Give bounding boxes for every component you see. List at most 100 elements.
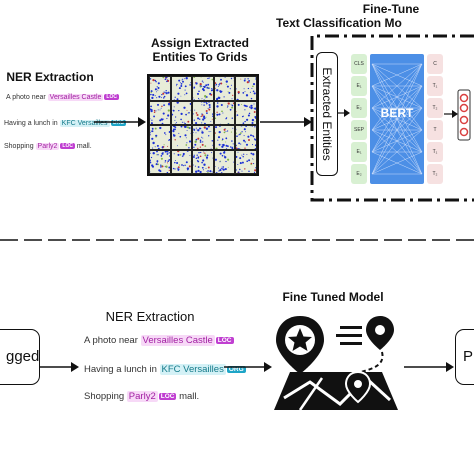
bottom-left-label: gged [6,348,40,365]
finetune-frame [310,34,474,202]
map-point [254,115,257,119]
map-point [225,80,228,83]
map-point [155,136,157,138]
map-point [184,85,187,88]
map-point [150,93,152,96]
grid-cell [149,149,171,174]
bottom-right-label: P [463,348,474,365]
map-point [232,102,235,105]
map-point [204,97,206,99]
map-point [193,146,195,149]
map-point [159,119,162,122]
entity-tag-loc: LOC [158,392,177,400]
map-point [163,91,165,93]
map-point [183,121,185,123]
map-point [176,83,178,86]
map-point [198,90,200,93]
grid-cell [192,125,214,150]
map-point [230,103,232,105]
entity-tag-loc: LOC [215,336,234,344]
map-point [185,144,188,146]
map-point [184,134,187,137]
map-point [151,137,154,140]
map-point [223,128,226,131]
map-point [173,134,176,137]
map-point [151,165,155,168]
map-point [172,167,175,170]
map-point [194,82,196,84]
map-point [219,82,221,85]
map-point [251,118,255,122]
map-point [150,109,153,113]
map-point [244,168,246,170]
map-point [153,109,156,112]
map-point [150,82,152,84]
map-point [196,92,200,95]
map-point [175,85,177,87]
map-point [156,86,158,88]
map-point [188,111,190,114]
map-point [195,122,198,125]
map-point [205,156,209,159]
sentence-suffix: mall. [179,391,200,402]
map-point [196,129,198,131]
map-point [254,169,257,172]
map-point [238,134,240,136]
map-point [156,91,158,93]
map-point [202,89,205,92]
map-point [177,92,180,95]
map-point [205,109,208,113]
map-point [222,143,225,147]
map-point [197,158,199,159]
sentence-prefix: Shopping [84,391,125,402]
map-point [157,89,159,91]
map-point [154,88,157,91]
map-point [247,135,250,138]
map-point [208,131,210,133]
map-point [225,160,227,163]
map-point [216,89,219,92]
map-point [177,150,180,153]
map-point [155,110,157,112]
map-point [218,170,220,172]
map-point [230,84,232,86]
entity-grid-map [147,74,259,176]
map-point [180,85,183,87]
bert-input-token: E₂ [351,98,367,118]
map-point [184,89,186,91]
grids-title-line2: Entities To Grids [152,50,248,64]
map-point [227,166,229,168]
map-point [210,131,212,132]
map-point [165,92,168,95]
map-point [232,143,234,145]
map-point [152,130,154,132]
map-point [239,132,242,134]
map-point [152,128,154,130]
map-point [160,164,162,166]
map-point [208,135,210,137]
map-point [188,140,192,143]
map-point [160,107,162,109]
map-point [178,79,181,82]
map-point [193,119,196,121]
map-point [208,77,210,80]
map-point [182,78,184,80]
entity-tag-org: ORG [226,365,246,373]
map-point [211,118,213,120]
map-point [173,153,175,155]
map-point [161,152,164,155]
map-point [202,141,204,143]
map-point [221,166,223,168]
map-point [193,87,195,89]
map-point [164,165,166,167]
entity-highlight: KFC Versailles [59,120,110,127]
extracted-entities-box [316,52,338,176]
map-point [214,117,217,120]
map-point [230,77,233,80]
map-point [195,112,198,114]
map-point [202,81,204,83]
model-title: Fine Tuned Model [282,290,384,304]
map-point [239,162,242,165]
map-point [206,103,208,105]
